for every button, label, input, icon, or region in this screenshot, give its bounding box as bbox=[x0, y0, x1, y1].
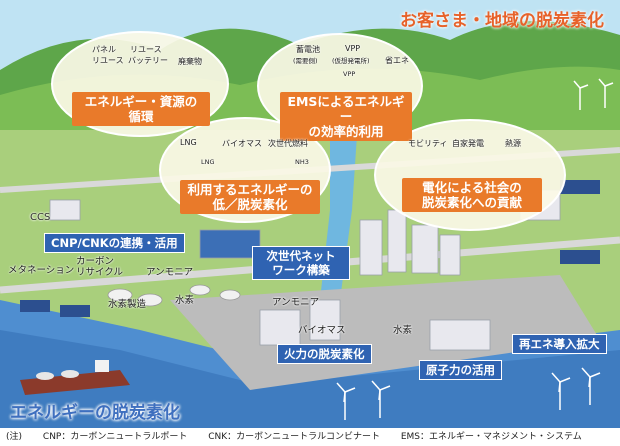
box-electrification: 電化による社会の 脱炭素化への貢献 bbox=[402, 178, 542, 212]
label-hydrogen-center: 水素 bbox=[393, 325, 413, 336]
sea-deep bbox=[0, 330, 620, 430]
item-energy-saving: 省エネ bbox=[385, 56, 409, 65]
box-thermal-decarbonization: 火力の脱炭素化 bbox=[277, 344, 372, 364]
footnote-cnk: CNK：カーボンニュートラルコンビナート bbox=[208, 432, 380, 442]
item-reuse-1: リユース bbox=[92, 56, 124, 65]
box-ems-efficiency: EMSによるエネルギー の効率的利用 bbox=[280, 92, 412, 141]
wind-turbines bbox=[336, 78, 614, 420]
label-hydrogen-left: 水素 bbox=[175, 295, 195, 306]
item-next-gen-fuel: 次世代燃料 bbox=[268, 139, 308, 148]
item-lng: LNG bbox=[180, 138, 197, 147]
label-hydrogen-production: 水素製造 bbox=[108, 299, 147, 310]
footnote: (注) CNP：カーボンニュートラルポート CNK：カーボンニュートラルコンビナ… bbox=[0, 428, 620, 446]
label-biomass: バイオマス bbox=[298, 325, 346, 336]
item-lng-tank: LNG bbox=[201, 158, 215, 166]
item-panel: パネル bbox=[92, 45, 116, 54]
box-energy-resource-circulation: エネルギー・資源の 循環 bbox=[72, 92, 210, 126]
footnote-ems: EMS：エネルギー・マネジメント・システム bbox=[400, 432, 582, 442]
box-nuclear-utilization: 原子力の活用 bbox=[419, 360, 502, 380]
storage-tanks bbox=[107, 284, 241, 307]
item-vpp: VPP bbox=[345, 44, 361, 53]
tanker-ship bbox=[20, 360, 130, 395]
item-nh3-tank: NH3 bbox=[295, 158, 309, 166]
title-bottom: エネルギーの脱炭素化 bbox=[10, 403, 180, 423]
box-next-gen-network: 次世代ネット ワーク構築 bbox=[252, 246, 350, 280]
item-biomass: バイオマス bbox=[222, 139, 262, 148]
item-battery: バッテリー bbox=[128, 56, 168, 65]
item-storage-battery: 蓄電池 bbox=[296, 45, 320, 54]
footnote-cnp: CNP：カーボンニュートラルポート bbox=[42, 432, 188, 442]
label-methanation: メタネーション bbox=[8, 265, 75, 276]
label-carbon-recycle: カーボン リサイクル bbox=[76, 256, 124, 278]
label-ammonia-center: アンモニア bbox=[272, 297, 320, 308]
box-renewables-expansion: 再エネ導入拡大 bbox=[512, 334, 607, 354]
label-ammonia-left: アンモニア bbox=[146, 267, 194, 278]
item-self-generation: 自家発電 bbox=[452, 139, 484, 148]
item-reuse-2: リユース bbox=[130, 45, 162, 54]
solar-panels bbox=[20, 180, 600, 317]
footnote-prefix: (注) bbox=[6, 432, 23, 442]
item-virtual-power-plant: (仮想発電所) bbox=[332, 57, 370, 65]
box-cnp-cnk: CNP/CNKの連携・活用 bbox=[44, 233, 185, 253]
item-demand-side: (需要側) bbox=[293, 57, 318, 65]
item-vpp-device: VPP bbox=[343, 70, 356, 78]
item-heat-source: 熱源 bbox=[505, 139, 521, 148]
item-waste: 廃棄物 bbox=[178, 57, 202, 66]
item-mobility: モビリティ bbox=[408, 139, 448, 148]
title-top: お客さま・地域の脱炭素化 bbox=[400, 11, 604, 31]
label-ccs: CCS bbox=[30, 212, 51, 223]
box-low-carbon-energy: 利用するエネルギーの 低／脱炭素化 bbox=[180, 180, 320, 214]
